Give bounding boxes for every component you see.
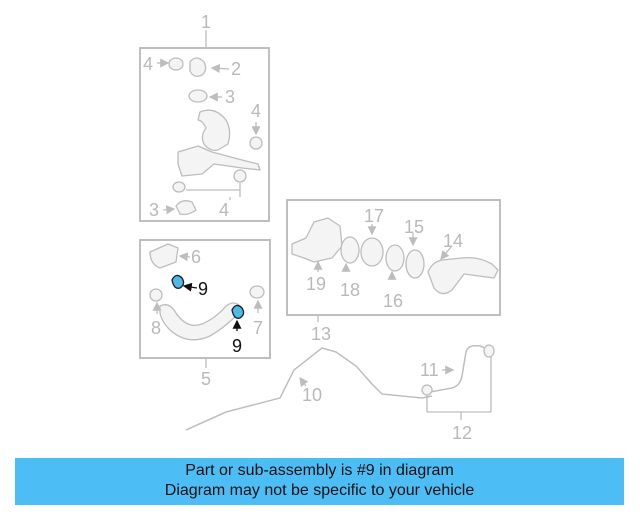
group-1-box [139,47,270,222]
thermostat-housing-part [291,217,343,263]
clamp-12b-part [483,344,495,358]
callout-16[interactable]: 16 [383,291,403,311]
hose-part [175,200,197,216]
gasket-part [188,89,208,103]
pipe-end-part [233,169,247,183]
highlighted-clamp-9-lower[interactable] [231,304,245,319]
callout-1[interactable]: 1 [201,12,211,32]
hose-connector-part [149,243,179,269]
gasket-16-part [385,244,405,272]
outlet-pipe-14-part [427,256,499,295]
callout-12[interactable]: 12 [452,423,472,443]
callout-17[interactable]: 17 [364,206,384,226]
callout-4-c[interactable]: 4 [219,200,229,220]
clamp-7-part [249,285,265,299]
highlighted-clamp-9-upper[interactable] [171,274,185,289]
callout-5[interactable]: 5 [201,369,211,389]
group-5-box [139,239,271,359]
clamp-8-part [149,288,163,302]
callout-11[interactable]: 11 [420,360,439,380]
callout-8[interactable]: 8 [151,318,161,338]
bolt-part [249,136,263,150]
thermostat-17-part [360,237,384,267]
parts-diagram: 1 4 2 3 4 4 3 5 6 9 8 7 9 13 [139,12,501,443]
bypass-pipe-11-part [429,344,491,393]
bypass-pipe-11-outline [429,344,491,393]
callout-9-a[interactable]: 9 [198,279,208,299]
radiator-hose-part [159,302,241,341]
callout-15[interactable]: 15 [404,217,424,237]
group-13-box [286,199,501,316]
callout-7[interactable]: 7 [253,318,263,338]
banner-line-2: Diagram may not be specific to your vehi… [164,482,475,499]
water-pipe-part [197,109,231,152]
callout-4-b[interactable]: 4 [251,101,261,121]
callout-19[interactable]: 19 [306,274,326,294]
callout-13[interactable]: 13 [311,324,331,344]
banner-line-1: Part or sub-assembly is #9 in diagram [185,462,454,479]
callout-2[interactable]: 2 [231,59,241,79]
clamp-12a-part [421,384,433,396]
callout-14[interactable]: 14 [443,231,463,251]
water-pipe-10-outline [185,347,433,431]
seal-15-part [405,249,425,279]
callout-3-a[interactable]: 3 [225,87,235,107]
gasket-18-part [340,236,360,264]
hose-fitting-part [189,57,207,77]
callout-4-a[interactable]: 4 [143,54,153,74]
callout-10[interactable]: 10 [302,385,322,405]
callout-6[interactable]: 6 [191,247,201,267]
callout-3-b[interactable]: 3 [149,200,159,220]
pipe-housing-part [177,145,261,177]
clamp-small-part [172,181,186,193]
callout-18[interactable]: 18 [340,280,360,300]
callout-9-b[interactable]: 9 [232,336,242,356]
info-banner: Part or sub-assembly is #9 in diagram Di… [15,458,624,505]
clamp-part [168,57,184,71]
